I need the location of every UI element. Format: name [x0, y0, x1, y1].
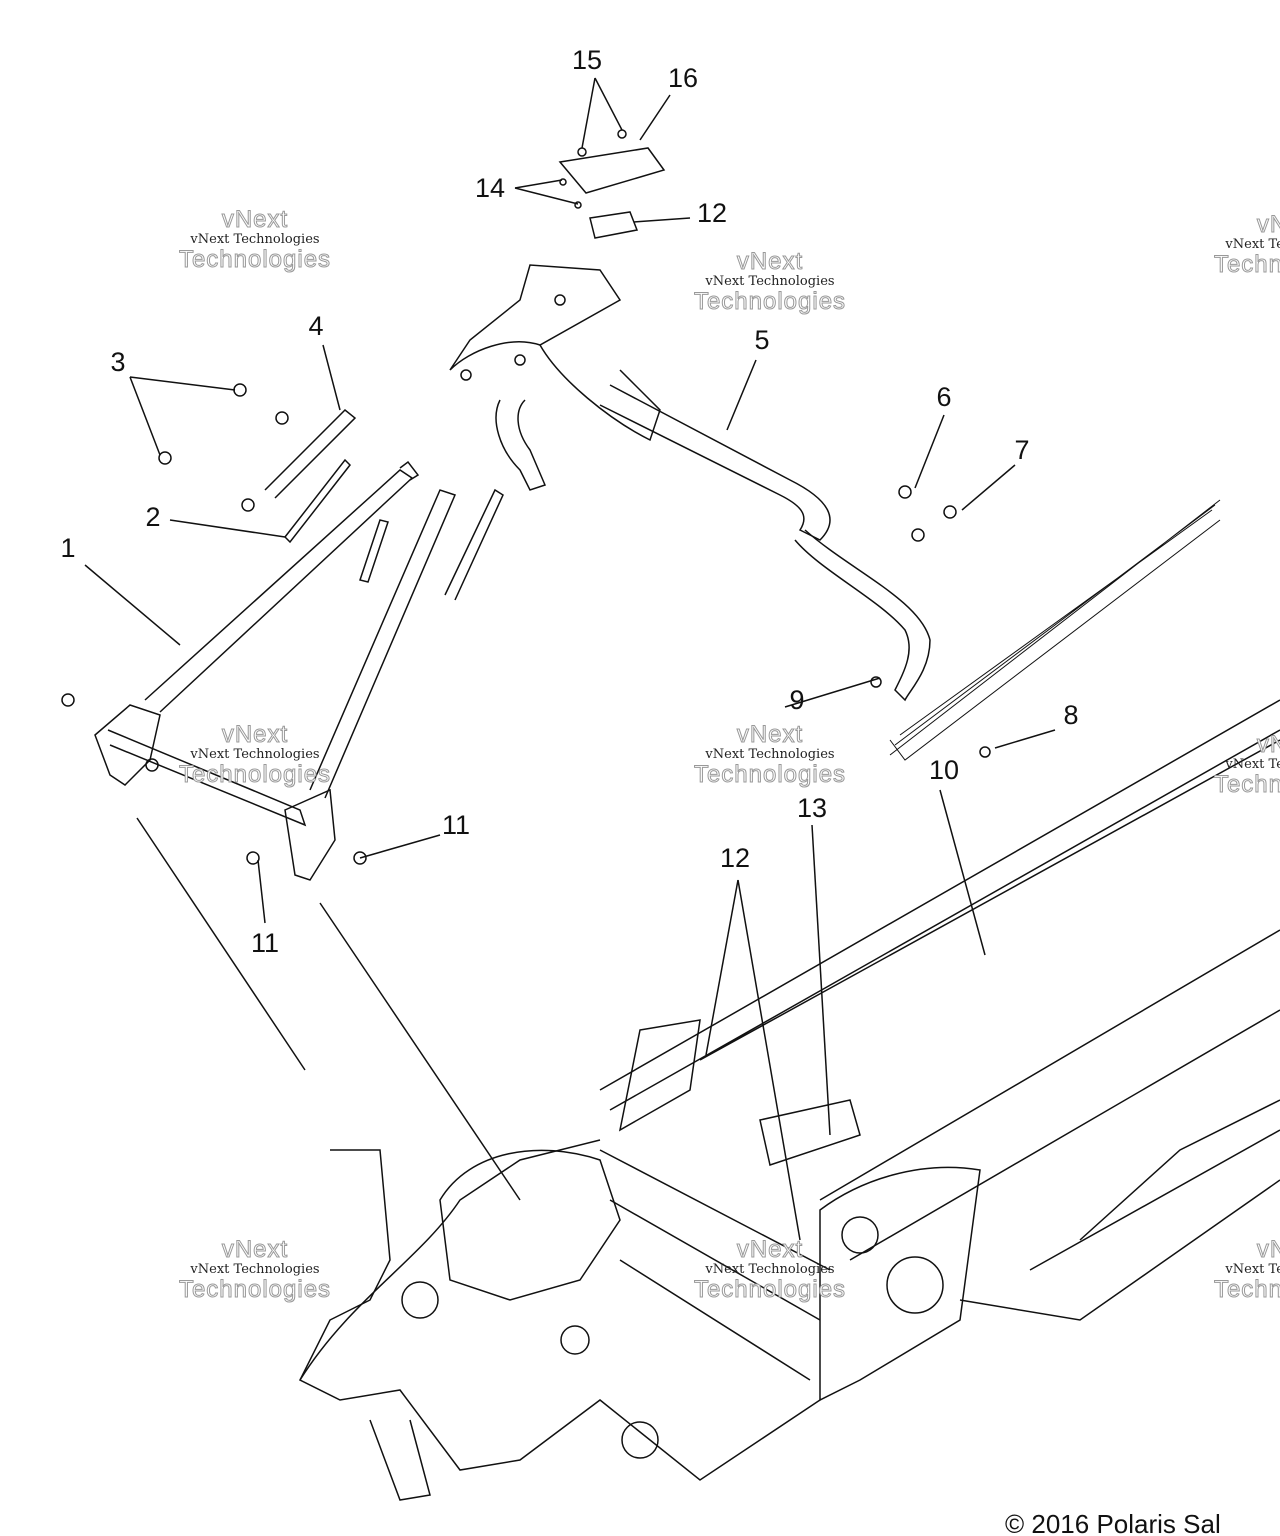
callout-5: 5: [754, 325, 770, 355]
part-5-steering-post: [449, 264, 931, 702]
copyright-text: © 2016 Polaris Sal: [1005, 1509, 1221, 1536]
callout-4: 4: [308, 311, 324, 341]
callout-12: 12: [719, 843, 751, 873]
callout-11: 11: [250, 928, 280, 958]
hardware-bolts: [61, 383, 991, 865]
callout-6: 6: [936, 382, 952, 412]
main-chassis: [298, 699, 1280, 1501]
callout-15: 15: [571, 45, 603, 75]
callout-16: 16: [667, 63, 699, 93]
callout-7: 7: [1014, 435, 1030, 465]
callout-8: 8: [1063, 700, 1079, 730]
callout-1: 1: [60, 533, 76, 563]
leader-lines: [84, 77, 1056, 1241]
callout-13: 13: [796, 793, 828, 823]
part-16-plate: [558, 129, 666, 239]
callout-2: 2: [145, 502, 161, 532]
part-10-rail: [889, 499, 1221, 761]
part-1-front-frame: [94, 458, 457, 881]
callout-14: 14: [474, 173, 506, 203]
callout-11: 11: [441, 810, 471, 840]
callout-10: 10: [928, 755, 960, 785]
callout-12: 12: [696, 198, 728, 228]
callout-9: 9: [789, 685, 805, 715]
callout-3: 3: [110, 347, 126, 377]
